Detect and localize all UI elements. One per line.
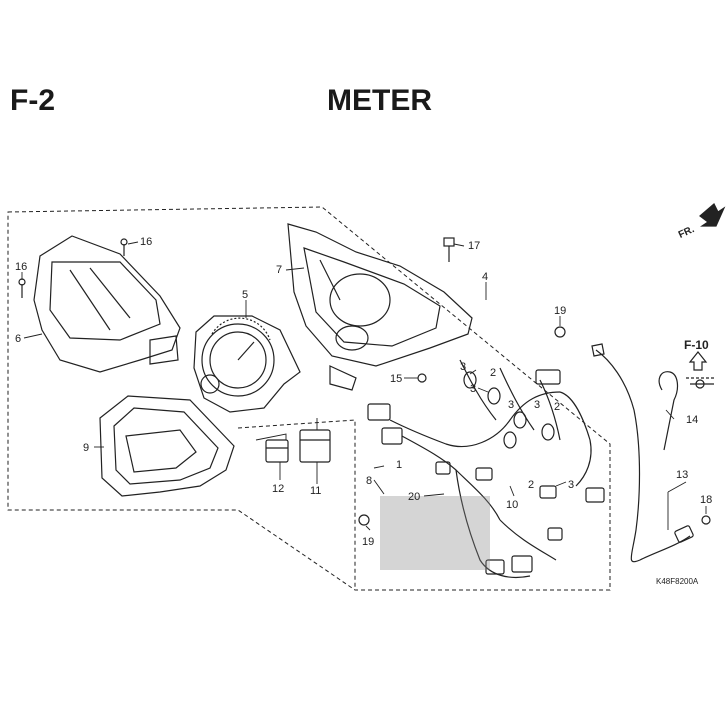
callout-19-bottom: 19 [362, 536, 374, 548]
oring-18 [701, 515, 711, 525]
upper-meter-cover [33, 235, 181, 373]
callout-20: 20 [408, 491, 420, 503]
callout-7: 7 [276, 264, 282, 276]
subgroup-outline [237, 419, 356, 590]
nut-19a [554, 326, 566, 338]
callout-labels: 16 16 6 5 7 9 17 4 19 15 2 3 3 3 3 2 2 3… [15, 236, 712, 548]
reference-arrow-f10 [686, 351, 714, 379]
meter-case [287, 223, 473, 391]
screw-16a [120, 238, 128, 256]
callout-13: 13 [676, 469, 688, 481]
callout-11: 11 [310, 485, 321, 497]
leader-lines [21, 241, 707, 531]
callout-15: 15 [390, 373, 402, 385]
diagram-code: K48F8200A [656, 577, 699, 586]
callout-9: 9 [83, 442, 89, 454]
callout-2-c: 2 [528, 479, 534, 491]
relay-12 [265, 439, 289, 463]
screw-15 [417, 373, 427, 383]
callout-3-c: 3 [508, 399, 514, 411]
callout-16-left: 16 [15, 261, 27, 273]
callout-2-b: 2 [554, 401, 560, 413]
nut-19b [358, 514, 370, 526]
group-outline [7, 206, 611, 591]
callout-3-a: 3 [460, 361, 466, 373]
callout-14: 14 [686, 414, 698, 426]
front-marker-label: FR. [677, 224, 696, 241]
relay-11 [299, 429, 331, 463]
bolt-17 [443, 237, 455, 262]
callout-16-top: 16 [140, 236, 152, 248]
callout-3-b: 3 [470, 383, 476, 395]
callout-12: 12 [272, 483, 284, 495]
callout-3-e: 3 [568, 479, 574, 491]
callout-5: 5 [242, 289, 248, 301]
cable-clip [658, 371, 714, 451]
meter-assembly [193, 315, 301, 413]
callout-10: 10 [506, 499, 518, 511]
page-code: F-2 [10, 84, 55, 117]
callout-6: 6 [15, 333, 21, 345]
speedometer-cable [591, 343, 694, 563]
callout-3-d: 3 [534, 399, 540, 411]
shading [380, 496, 490, 570]
callout-1: 1 [396, 459, 402, 471]
callout-8: 8 [366, 475, 372, 487]
callout-2-a: 2 [490, 367, 496, 379]
callout-18: 18 [700, 494, 712, 506]
callout-19-top: 19 [554, 305, 566, 317]
lower-meter-panel [99, 395, 235, 497]
front-arrow [699, 203, 726, 227]
callout-4: 4 [482, 271, 488, 283]
screw-16b [18, 278, 26, 298]
wire-harness [367, 359, 605, 579]
page-title: METER [327, 84, 432, 117]
reference-label: F-10 [684, 338, 709, 352]
callout-17: 17 [468, 240, 480, 252]
